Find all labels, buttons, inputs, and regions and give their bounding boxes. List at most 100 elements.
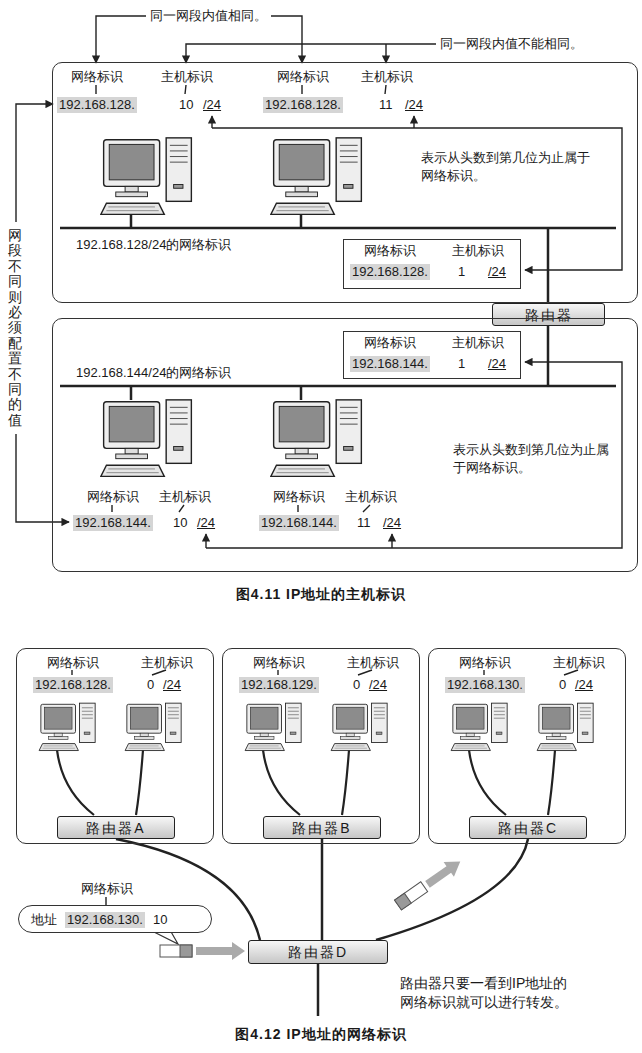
network-panel: 网络标识主机标识192.168.130.0/24路由器C xyxy=(428,648,626,844)
computer-icon xyxy=(537,703,593,750)
router-link xyxy=(317,964,320,1016)
label-text: 网络标识 xyxy=(81,881,133,897)
computer-icon xyxy=(101,400,192,477)
callout-arrow xyxy=(271,16,302,63)
router-box: 路由器B xyxy=(263,816,381,839)
label-text: 路由器A xyxy=(86,820,145,836)
label-text: 网络标识 xyxy=(71,69,123,85)
address-box: 网络标识192.168.144.主机标识1/24 xyxy=(343,331,521,379)
label-text: 192.168.144. xyxy=(350,356,430,372)
label-text: 路由器只要一看到IP地址的网络标识就可以进行转发。 xyxy=(400,974,578,1012)
packet-icon xyxy=(160,945,192,957)
label-text: /24 xyxy=(488,264,506,280)
computer-icon xyxy=(331,703,387,750)
computer-icon xyxy=(125,703,181,750)
router-box: 路由器D xyxy=(248,940,388,964)
computer-icon xyxy=(271,138,362,215)
callout-arrow xyxy=(186,44,436,63)
packet-group xyxy=(393,854,466,912)
label-text: 192.168.130. xyxy=(445,677,525,693)
label-text: 主机标识 xyxy=(141,655,193,671)
label-text: 地址 xyxy=(31,912,57,928)
label-text: 0 xyxy=(147,677,154,693)
computer-icon xyxy=(271,400,362,477)
label-text: 同一网段内值不能相同。 xyxy=(440,36,583,52)
label-text: 网络标识 xyxy=(47,655,99,671)
computer-icon xyxy=(245,703,301,750)
host-cable xyxy=(57,750,555,815)
label-text: 网络标识 xyxy=(273,489,325,505)
callout-arrow xyxy=(206,362,622,548)
label-text: 192.168.130. xyxy=(65,912,145,928)
callout-arrow xyxy=(16,104,53,222)
packet-icon xyxy=(395,882,428,910)
packet-arrow xyxy=(196,942,245,960)
label-text: 网络标识 xyxy=(87,489,139,505)
router-box: 路由器A xyxy=(57,816,175,839)
label-text: 10 xyxy=(179,97,193,113)
label-text: /24 xyxy=(163,677,181,693)
label-text: 11 xyxy=(357,515,371,531)
label-text: 主机标识 xyxy=(159,489,211,505)
label-text: 同一网段内值相同。 xyxy=(150,8,267,24)
label-text: 主机标识 xyxy=(161,69,213,85)
leader-line xyxy=(72,670,578,909)
address-bubble: 网络标识地址192.168.130.10 xyxy=(18,905,212,933)
label-text: 192.168.128. xyxy=(57,97,137,113)
router-box: 路由器 xyxy=(492,303,605,326)
label-text: 0 xyxy=(353,677,360,693)
label-text: 192.168.129. xyxy=(239,677,319,693)
network-panel: 网络标识 主机标识 192.168.128. 0/24 路由器A xyxy=(16,648,214,844)
callout-arrow xyxy=(211,116,212,128)
label-text: 网络标识 xyxy=(364,243,416,259)
address-box: 网络标识192.168.128.主机标识1/24 xyxy=(343,239,521,289)
label-text: /24 xyxy=(488,356,506,372)
label-text: /24 xyxy=(197,515,215,531)
callout-arrow xyxy=(16,434,69,522)
label-text: 路由器D xyxy=(288,944,348,960)
callout-arrow xyxy=(205,534,206,548)
label-text: 主机标识 xyxy=(553,655,605,671)
label-text: /24 xyxy=(575,677,593,693)
label-text: 主机标识 xyxy=(347,655,399,671)
label-text: 网络标识 xyxy=(253,655,305,671)
label-text: 192.168.144. xyxy=(259,515,339,531)
label-text: 11 xyxy=(379,97,393,113)
network-panel: 192.168.144/24的网络标识表示从头数到第几位为止属于网络标识。网络标… xyxy=(52,318,638,572)
label-text: 192.168.144/24的网络标识 xyxy=(76,365,231,381)
label-text: 主机标识 xyxy=(361,69,413,85)
label-text: 192.168.128. xyxy=(350,264,430,280)
router-cable xyxy=(321,839,324,940)
label-text: 图4.11 IP地址的主机标识 xyxy=(0,586,642,602)
packet-icon xyxy=(395,893,412,910)
network-panel: 网络标识 192.168.128. 主机标识 10/24 网络标识 192.168.128… xyxy=(52,62,638,303)
computer-icon xyxy=(101,138,192,215)
label-text: 主机标识 xyxy=(452,335,504,351)
router-box: 路由器C xyxy=(469,816,587,839)
label-text: 1 xyxy=(458,356,465,372)
network-panel: 网络标识主机标识192.168.129.0/24路由器B xyxy=(222,648,420,844)
leader-line xyxy=(96,85,386,512)
router-cable xyxy=(376,839,528,940)
label-text: /24 xyxy=(203,97,221,113)
label-text: /24 xyxy=(405,97,423,113)
callout-arrow xyxy=(391,534,392,548)
label-text: 路由器 xyxy=(525,307,573,323)
label-text: 0 xyxy=(559,677,566,693)
label-text: 192.168.128/24的网络标识 xyxy=(76,237,231,253)
packet-arrow xyxy=(422,854,465,892)
label-text: 网段不同则必须配置不同的值 xyxy=(8,228,22,428)
computer-icon xyxy=(39,703,95,750)
label-text: 网络标识 xyxy=(277,69,329,85)
label-text: 表示从头数到第几位为止属于网络标识。 xyxy=(453,441,618,477)
label-text: 路由器B xyxy=(292,820,351,836)
label-text: 192.168.128. xyxy=(33,677,113,693)
packet-icon xyxy=(180,945,192,957)
label-text: 表示从头数到第几位为止属于网络标识。 xyxy=(421,149,591,185)
label-text: 图4.12 IP地址的网络标识 xyxy=(0,1026,642,1042)
label-text: 10 xyxy=(173,515,187,531)
label-text: 192.168.128. xyxy=(263,97,343,113)
callout-arrow xyxy=(413,116,414,128)
computer-icon xyxy=(451,703,507,750)
